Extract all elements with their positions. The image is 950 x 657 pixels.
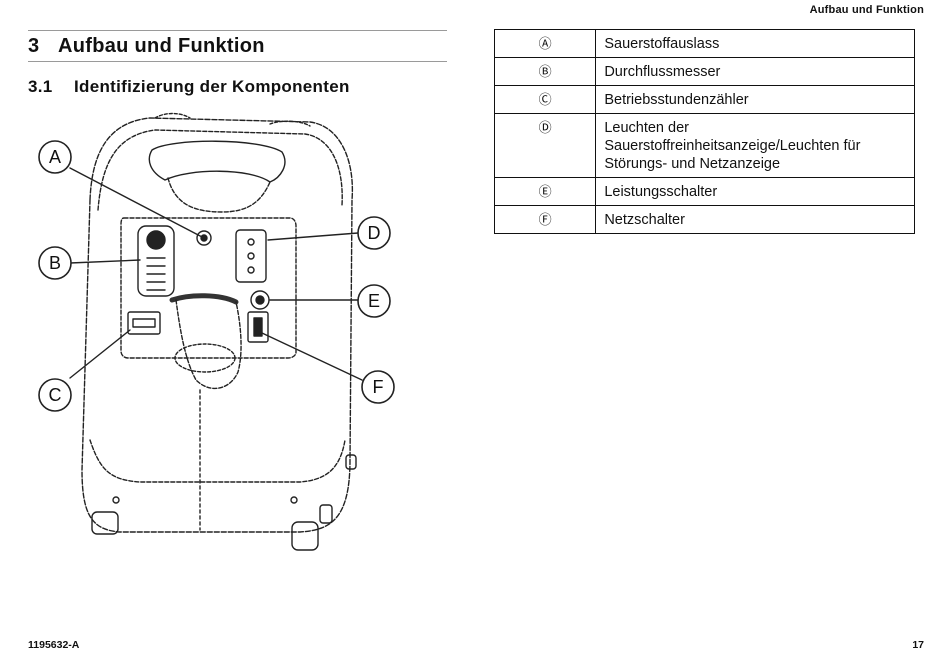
table-row: Ⓑ Durchflussmesser	[493, 57, 915, 86]
legend-label: Netzschalter	[595, 205, 915, 234]
legend-label: Durchflussmesser	[595, 57, 915, 86]
section-title: 3.1 Identifizierung der Komponenten	[28, 77, 350, 97]
callout-e-circle	[357, 284, 391, 318]
callout-f-circle	[361, 370, 395, 404]
callout-c-circle	[38, 378, 72, 412]
legend-label: Leuchten der Sauerstoffreinheitsanzeige/…	[595, 113, 915, 178]
legend-key: Ⓒ	[493, 85, 597, 114]
legend-label: Sauerstoffauslass	[595, 29, 915, 58]
legend-label: Leistungsschalter	[595, 177, 915, 206]
chapter-title-text: Aufbau und Funktion	[58, 35, 265, 57]
table-row: Ⓐ Sauerstoffauslass	[493, 29, 915, 58]
table-row: Ⓕ Netzschalter	[493, 205, 915, 234]
chapter-title: 3 Aufbau und Funktion	[28, 30, 447, 62]
device-illustration: A B C D E F	[38, 112, 395, 551]
legend-key: Ⓓ	[493, 113, 597, 178]
callout-d-circle	[357, 216, 391, 250]
running-header: Aufbau und Funktion	[809, 4, 924, 16]
table-row: Ⓔ Leistungsschalter	[493, 177, 915, 206]
component-legend-table: Ⓐ Sauerstoffauslass Ⓑ Durchflussmesser Ⓒ…	[493, 29, 915, 234]
callout-b-label: B	[49, 253, 61, 273]
callout-f-label: F	[373, 377, 384, 397]
chapter-number: 3	[28, 35, 40, 57]
callout-a-label: A	[49, 147, 61, 167]
legend-key: Ⓑ	[493, 57, 597, 86]
callout-b-circle	[38, 246, 72, 280]
oxygen-concentrator-figure: A B C D E F	[0, 110, 470, 570]
document-number: 1195632-A	[28, 639, 80, 651]
page-number: 17	[912, 639, 924, 651]
table-row: Ⓓ Leuchten der Sauerstoffreinheitsanzeig…	[493, 113, 915, 178]
callout-d-label: D	[368, 223, 381, 243]
legend-label: Betriebsstundenzähler	[595, 85, 915, 114]
callout-c-label: C	[49, 385, 62, 405]
section-number: 3.1	[28, 77, 53, 96]
legend-key: Ⓐ	[493, 29, 597, 58]
table-row: Ⓒ Betriebsstundenzähler	[493, 85, 915, 114]
legend-key: Ⓕ	[493, 205, 597, 234]
legend-key: Ⓔ	[493, 177, 597, 206]
callout-e-label: E	[368, 291, 380, 311]
section-title-text: Identifizierung der Komponenten	[74, 77, 350, 96]
callout-a-circle	[38, 140, 72, 174]
